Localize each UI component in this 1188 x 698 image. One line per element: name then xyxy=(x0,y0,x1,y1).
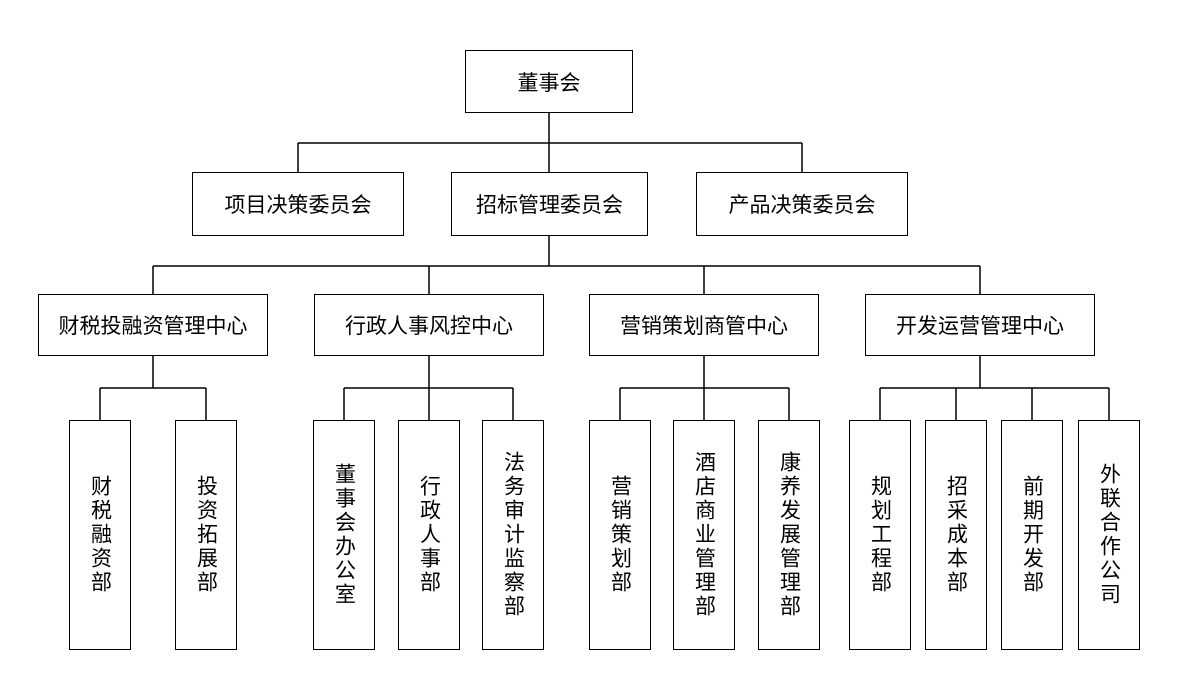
center-node-admin-hr-risk: 行政人事风控中心 xyxy=(314,294,544,356)
committee-label: 项目决策委员会 xyxy=(224,193,372,217)
center-label: 开发运营管理中心 xyxy=(896,314,1064,338)
department-node: 营销策划部 xyxy=(589,420,651,650)
center-node-finance-investment: 财税投融资管理中心 xyxy=(38,294,268,356)
department-label: 行政人事部 xyxy=(417,475,442,595)
department-node: 投资拓展部 xyxy=(175,420,237,650)
committee-label: 招标管理委员会 xyxy=(476,193,623,217)
department-node: 行政人事部 xyxy=(398,420,460,650)
department-node: 规划工程部 xyxy=(849,420,911,650)
committee-node-product-decision: 产品决策委员会 xyxy=(696,172,908,236)
department-label: 财税融资部 xyxy=(88,475,113,595)
center-label: 财税投融资管理中心 xyxy=(58,314,248,338)
committee-node-bidding: 招标管理委员会 xyxy=(451,172,648,236)
center-node-development-operations: 开发运营管理中心 xyxy=(865,294,1095,356)
board-node: 董事会 xyxy=(465,50,633,113)
center-label: 行政人事风控中心 xyxy=(345,314,513,338)
department-label: 前期开发部 xyxy=(1020,475,1045,595)
board-label: 董事会 xyxy=(517,70,581,95)
committee-label: 产品决策委员会 xyxy=(728,193,876,217)
department-node: 前期开发部 xyxy=(1001,420,1063,650)
committee-node-project-decision: 项目决策委员会 xyxy=(192,172,404,236)
center-label: 营销策划商管中心 xyxy=(620,314,788,338)
department-label: 法务审计监察部 xyxy=(501,451,526,619)
department-label: 营销策划部 xyxy=(608,475,633,595)
department-node: 法务审计监察部 xyxy=(482,420,544,650)
department-label: 康养发展管理部 xyxy=(777,451,802,619)
department-node: 康养发展管理部 xyxy=(758,420,820,650)
department-node: 董事会办公室 xyxy=(313,420,375,650)
department-node: 酒店商业管理部 xyxy=(673,420,735,650)
department-label: 董事会办公室 xyxy=(332,463,357,607)
department-label: 酒店商业管理部 xyxy=(692,451,717,619)
department-node: 招采成本部 xyxy=(925,420,987,650)
department-node: 外联合作公司 xyxy=(1078,420,1140,650)
department-label: 招采成本部 xyxy=(944,475,969,595)
department-label: 规划工程部 xyxy=(868,475,893,595)
department-node: 财税融资部 xyxy=(69,420,131,650)
department-label: 外联合作公司 xyxy=(1097,463,1122,607)
department-label: 投资拓展部 xyxy=(194,475,219,595)
center-node-marketing-commerce: 营销策划商管中心 xyxy=(589,294,819,356)
